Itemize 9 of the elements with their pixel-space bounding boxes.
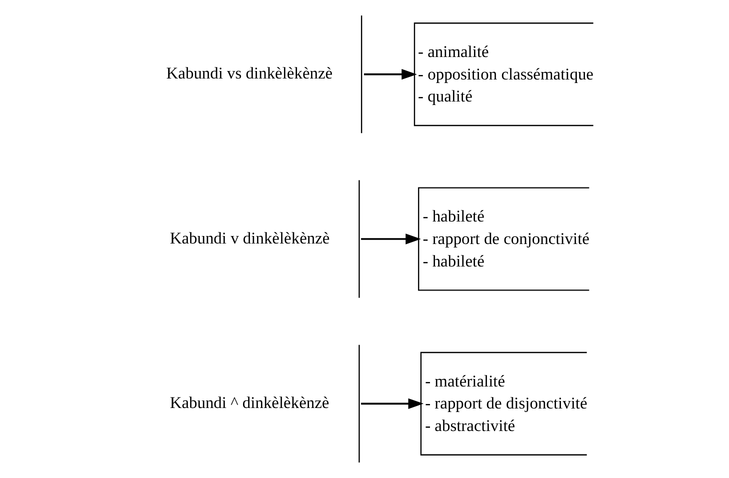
node-text: Kabundi vs dinkèlèkènzè xyxy=(166,64,333,83)
node-text: Kabundi v dinkèlèkènzè xyxy=(170,228,330,248)
node-text: - animalité - opposition classématique - qualité xyxy=(418,42,594,106)
node-text: Kabundi ^ dinkèlèkènzè xyxy=(170,393,330,412)
arrow xyxy=(361,398,424,410)
node-text: - habileté - rapport de conjonctivité - habileté xyxy=(422,206,590,270)
node-text: - matérialité - rapport de disjonctivité - abstractivité xyxy=(425,371,588,435)
arrow xyxy=(364,68,417,80)
arrow xyxy=(361,234,421,244)
